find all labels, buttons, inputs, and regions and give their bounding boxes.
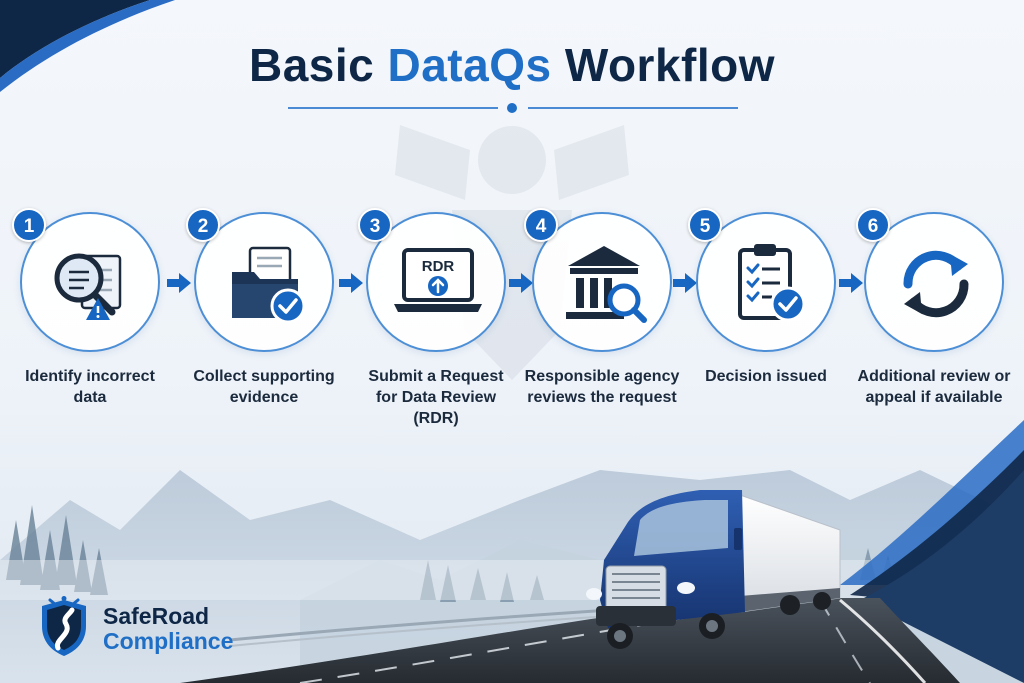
laptop-upload-icon: RDR	[394, 248, 482, 312]
step-6-circle	[864, 212, 1004, 352]
arrow-right-icon	[339, 273, 363, 293]
step-4-label: Responsible agency reviews the request	[524, 368, 680, 406]
step-3-circle: RDR	[366, 212, 506, 352]
brand-name: SafeRoad	[103, 603, 210, 629]
arrow-right-icon	[839, 273, 863, 293]
step-5-circle	[696, 212, 836, 352]
page-title: Basic DataQs Workflow	[0, 38, 1024, 92]
folder-check-icon	[232, 246, 306, 324]
title-part-1: Basic	[248, 39, 375, 91]
step-6-badge: 6	[856, 208, 890, 242]
step-2-circle	[194, 212, 334, 352]
arrow-right-icon	[167, 273, 191, 293]
step-1-badge: 1	[12, 208, 46, 242]
arrow-right-icon	[509, 273, 533, 293]
laptop-screen-text: RDR	[422, 258, 455, 275]
step-2-label: Collect supporting evidence	[193, 368, 335, 406]
step-6-label: Additional review or appeal if available	[857, 368, 1011, 406]
refresh-cycle-icon	[903, 250, 969, 318]
clipboard-checklist-icon	[738, 244, 806, 322]
magnifier-document-warning-icon	[54, 253, 122, 320]
step-3-label: Submit a Request for Data Review (RDR)	[368, 368, 504, 427]
step-1-label: Identify incorrect data	[25, 368, 155, 406]
step-1-circle	[20, 212, 160, 352]
title-divider	[288, 101, 738, 115]
step-2-badge: 2	[186, 208, 220, 242]
step-4-circle	[532, 212, 672, 352]
government-building-search-icon	[566, 246, 647, 323]
step-5-label: Decision issued	[705, 368, 827, 385]
shield-road-logo-icon	[42, 596, 86, 656]
arrow-right-icon	[673, 273, 697, 293]
step-4-badge: 4	[524, 208, 558, 242]
step-5-badge: 5	[688, 208, 722, 242]
brand-subtitle: Compliance	[103, 628, 234, 654]
title-part-2: DataQs	[387, 39, 552, 91]
semi-truck-illustration	[586, 490, 841, 649]
step-3-badge: 3	[358, 208, 392, 242]
title-part-3: Workflow	[564, 39, 776, 91]
